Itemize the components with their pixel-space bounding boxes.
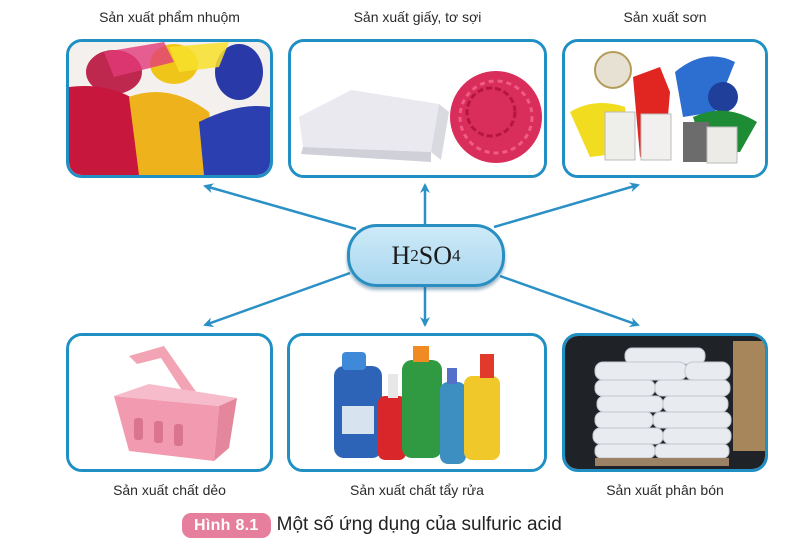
image-box-paper (288, 39, 547, 178)
image-box-fertilizer (562, 333, 768, 472)
caption-paper: Sản xuất giấy, tơ sợi (353, 9, 482, 25)
figure-caption-text: Một số ứng dụng của sulfuric acid (276, 514, 562, 535)
caption-paint: Sản xuất sơn (623, 9, 707, 25)
formula-sub-4: 4 (452, 245, 461, 265)
formula-sub-2: 2 (410, 245, 419, 265)
image-box-paint (562, 39, 768, 178)
formula-so: SO (418, 240, 453, 270)
plastic-basket-image (69, 336, 270, 469)
caption-detergent: Sản xuất chất tẩy rửa (350, 482, 484, 498)
caption-fertilizer: Sản xuất phân bón (606, 482, 724, 498)
paint-cans-image (565, 42, 765, 175)
figure-number-badge: Hình 8.1 (182, 512, 271, 538)
dye-powders-image (69, 42, 270, 175)
paper-fiber-image (291, 42, 544, 175)
caption-plastic: Sản xuất chất dẻo (113, 482, 226, 498)
image-box-dyes (66, 39, 273, 178)
fertilizer-sacks-image (565, 336, 765, 469)
detergent-bottles-image (290, 336, 544, 469)
figure-caption: Hình 8.1 Một số ứng dụng của sulfuric ac… (182, 512, 562, 538)
formula-h: H (391, 240, 411, 270)
caption-dyes: Sản xuất phẩm nhuộm (99, 9, 240, 25)
image-box-plastic (66, 333, 273, 472)
image-box-detergent (287, 333, 547, 472)
